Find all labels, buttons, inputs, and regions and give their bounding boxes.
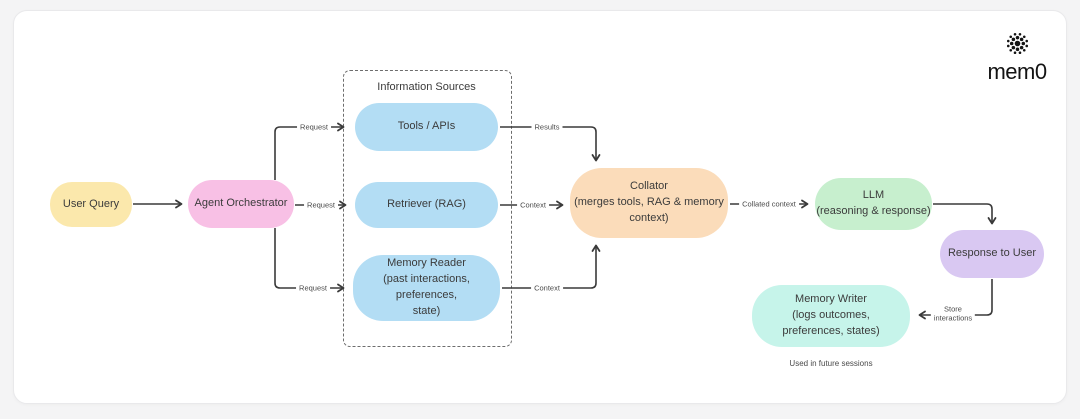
edge-label-context-bottom: Context <box>531 282 563 294</box>
edge-label-context-mid: Context <box>517 199 549 211</box>
edge-label-collated-context: Collated context <box>739 198 799 210</box>
edge-label-store-line1: Store <box>944 304 962 314</box>
footnote-used-in-future-sessions: Used in future sessions <box>789 359 873 368</box>
brand-wordmark: mem0 <box>987 59 1047 84</box>
node-llm: LLM (reasoning & response) <box>815 178 932 230</box>
node-agent-orchestrator: Agent Orchestrator <box>188 180 294 228</box>
node-llm-line1: LLM <box>862 189 885 202</box>
node-memory-reader-line3: state) <box>412 304 441 317</box>
node-llm-line2: (reasoning & response) <box>816 205 931 217</box>
edge-label-results: Results <box>531 121 563 133</box>
node-memory-writer-line2: (logs outcomes, <box>792 309 870 322</box>
edge-label-store-line2: interactions <box>933 314 973 323</box>
information-sources-title: Information Sources <box>377 81 476 93</box>
mem0-dot-cluster-icon <box>1006 32 1028 55</box>
node-retriever: Retriever (RAG) <box>355 182 498 228</box>
node-response-to-user-label: Response to User <box>947 247 1037 260</box>
node-agent-orchestrator-label: Agent Orchestrator <box>194 197 288 210</box>
edge-label-request-top: Request <box>297 121 331 133</box>
node-user-query-label: User Query <box>62 197 120 210</box>
node-collator-line3: context) <box>629 211 669 224</box>
node-collator: Collator (merges tools, RAG & memory con… <box>570 168 728 238</box>
node-memory-reader-line2: (past interactions, preferences, <box>383 273 470 301</box>
node-memory-writer-line1: Memory Writer <box>795 293 867 306</box>
node-memory-reader-line1: Memory Reader <box>387 257 466 270</box>
node-memory-writer-line3: preferences, states) <box>782 324 880 337</box>
node-user-query: User Query <box>50 182 132 227</box>
edge-label-request-bottom: Request <box>296 282 330 294</box>
edge-label-store-interactions: Store interactions <box>930 303 976 325</box>
node-memory-writer: Memory Writer (logs outcomes, preference… <box>752 285 910 347</box>
node-retriever-label: Retriever (RAG) <box>387 198 466 211</box>
node-tools-apis-label: Tools / APIs <box>397 120 456 133</box>
brand-mem0: mem0 <box>972 30 1062 85</box>
node-response-to-user: Response to User <box>940 230 1044 278</box>
node-memory-reader: Memory Reader (past interactions, prefer… <box>353 255 500 321</box>
edge-label-request-mid: Request <box>304 199 338 211</box>
node-tools-apis: Tools / APIs <box>355 103 498 151</box>
node-collator-line1: Collator <box>630 180 668 193</box>
node-collator-line2: (merges tools, RAG & memory <box>574 196 724 209</box>
